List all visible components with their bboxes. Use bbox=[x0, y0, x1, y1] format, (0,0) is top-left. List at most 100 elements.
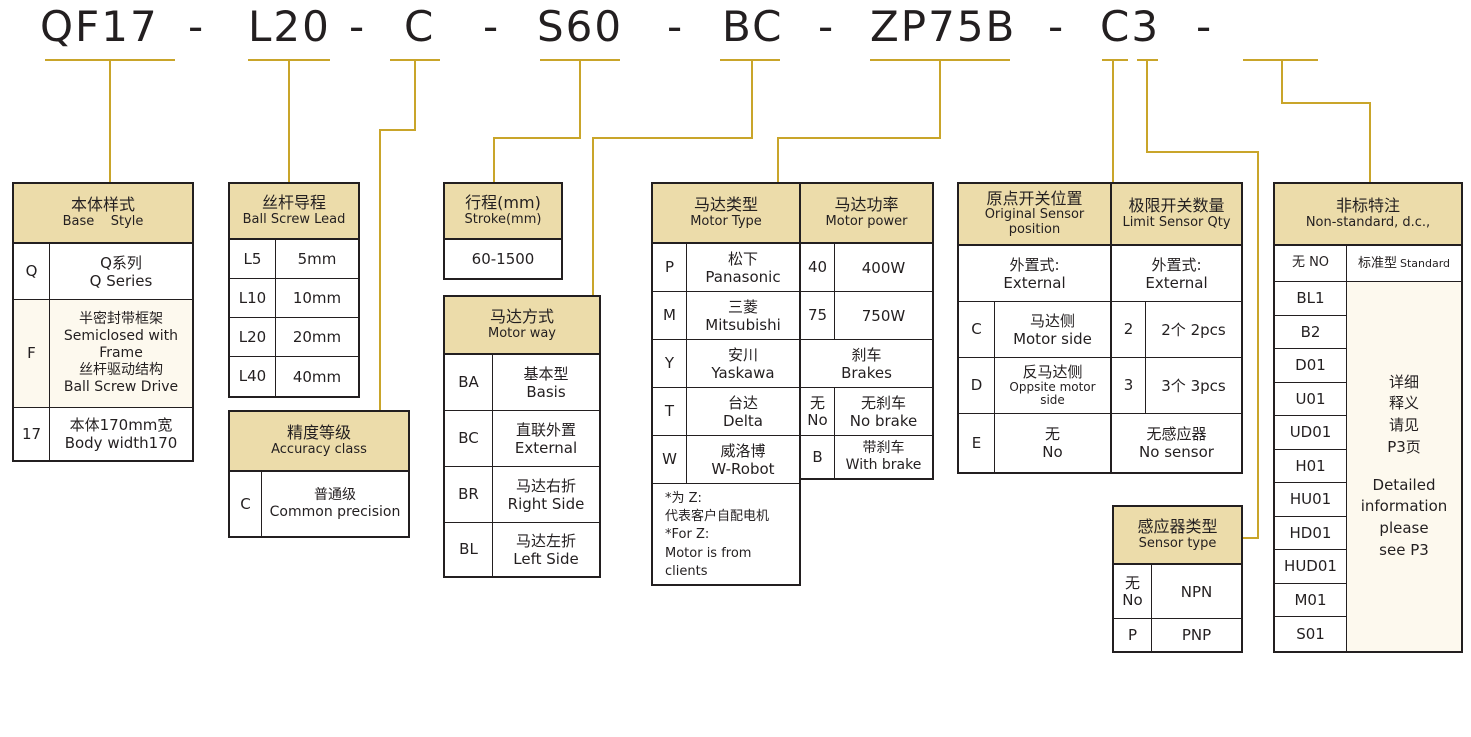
connector-nonstd bbox=[1281, 60, 1371, 182]
motor-way-header: 马达方式 Motor way bbox=[445, 297, 599, 355]
value-line: 马达右折 bbox=[515, 476, 576, 495]
row-key: BL bbox=[445, 523, 493, 576]
value-line: Q Series bbox=[89, 271, 153, 290]
table-row: BC 直联外置 External bbox=[445, 411, 599, 467]
table-row: L40 40mm bbox=[230, 357, 358, 396]
brake-title-row: 刹车 Brakes bbox=[801, 340, 932, 388]
row-value: 安川 Yaskawa bbox=[687, 340, 799, 387]
table-row: P 松下 Panasonic bbox=[653, 244, 799, 292]
table-row: C 普通级 Common precision bbox=[230, 472, 408, 536]
value-line: 无刹车 bbox=[860, 393, 906, 412]
row-key: 3 bbox=[1112, 358, 1146, 413]
row-value: 直联外置 External bbox=[493, 411, 599, 466]
row-key: L40 bbox=[230, 357, 276, 396]
value-line: 无感应器 bbox=[1146, 425, 1207, 443]
header-zh: 非标特注 bbox=[1335, 196, 1400, 216]
detail-line: see P3 bbox=[1379, 540, 1429, 559]
code-part-lead: L20 bbox=[248, 2, 331, 51]
nonstandard-keys: BL1 B2 D01 U01 UD01 H01 HU01 HD01 HUD01 … bbox=[1275, 282, 1347, 651]
note-line: *为 Z: bbox=[665, 491, 702, 506]
value-line: Motor side bbox=[1013, 329, 1092, 348]
row-key: F bbox=[14, 300, 50, 407]
row-key: BA bbox=[445, 355, 493, 410]
table-row: 无 No NPN bbox=[1114, 565, 1241, 619]
note-line: *For Z: bbox=[665, 527, 710, 543]
table-row: D 反马达侧 Oppsite motor side bbox=[959, 358, 1110, 414]
value-line: 无 bbox=[1044, 425, 1060, 443]
value-line: External bbox=[1003, 273, 1066, 292]
header-en: Motor power bbox=[825, 213, 908, 229]
row-key: 无 No bbox=[1114, 565, 1152, 618]
code-separator: - bbox=[1048, 2, 1066, 51]
origin-sensor-table: 原点开关位置 Original Sensor position 外置式: Ext… bbox=[957, 182, 1112, 474]
table-row: BA 基本型 Basis bbox=[445, 355, 599, 411]
row-key: BL1 bbox=[1275, 282, 1346, 316]
value-line: 基本型 bbox=[523, 364, 569, 383]
detail-line: P3页 bbox=[1387, 437, 1421, 456]
code-separator: - bbox=[188, 2, 206, 51]
value-line: Semiclosed with bbox=[63, 327, 179, 344]
row-key: B2 bbox=[1275, 316, 1346, 349]
note-line: 代表客户自配电机 bbox=[665, 509, 770, 525]
external-label: 外置式: External bbox=[1112, 246, 1241, 301]
no-sensor-row: 无感应器 No sensor bbox=[1112, 414, 1241, 472]
row-value: 3个 3pcs bbox=[1161, 376, 1226, 395]
header-zh: 马达类型 bbox=[693, 195, 758, 215]
table-row: 75 750W bbox=[801, 292, 932, 340]
table-row: C 马达侧 Motor side bbox=[959, 302, 1110, 358]
lead-header: 丝杆导程 Ball Screw Lead bbox=[230, 184, 358, 240]
row-key: BC bbox=[445, 411, 493, 466]
nonstandard-table: 非标特注 Non-standard, d.c., 无 NO 标准型 Standa… bbox=[1273, 182, 1463, 653]
row-key: HUD01 bbox=[1275, 550, 1346, 584]
value-line: W-Robot bbox=[711, 459, 775, 478]
row-key: M01 bbox=[1275, 584, 1346, 617]
key-line: 无 bbox=[1124, 574, 1140, 592]
row-value: 半密封带框架 Semiclosed with Frame 丝杆驱动结构 Ball… bbox=[50, 300, 192, 407]
row-value: 无 No bbox=[995, 414, 1110, 472]
table-row: BR 马达右折 Right Side bbox=[445, 467, 599, 523]
table-row: 40 400W bbox=[801, 244, 932, 292]
header-en: Ball Screw Lead bbox=[242, 211, 346, 227]
code-separator: - bbox=[818, 2, 836, 51]
accuracy-table: 精度等级 Accuracy class C 普通级 Common precisi… bbox=[228, 410, 410, 538]
row-value: 本体170mm宽 Body width170 bbox=[50, 408, 192, 460]
header-en: Stroke(mm) bbox=[464, 211, 542, 227]
table-row: M 三菱 Mitsubishi bbox=[653, 292, 799, 340]
table-row: T 台达 Delta bbox=[653, 388, 799, 436]
row-value: 三菱 Mitsubishi bbox=[687, 292, 799, 339]
header-en: position bbox=[1008, 222, 1061, 238]
row-value: 5mm bbox=[297, 250, 337, 268]
row-value: 2个 2pcs bbox=[1161, 320, 1226, 339]
table-row: F 半密封带框架 Semiclosed with Frame 丝杆驱动结构 Ba… bbox=[14, 300, 192, 408]
row-value: PNP bbox=[1181, 626, 1212, 644]
external-row: 外置式: External bbox=[1112, 246, 1241, 302]
header-en: Motor way bbox=[488, 325, 556, 341]
motor-way-table: 马达方式 Motor way BA 基本型 Basis BC 直联外置 Exte… bbox=[443, 295, 601, 578]
value-line: Brakes bbox=[841, 363, 892, 382]
connector-motor bbox=[777, 60, 941, 182]
table-row: Q Q系列 Q Series bbox=[14, 244, 192, 300]
limit-sensor-table: 极限开关数量 Limit Sensor Qty 外置式: External 2 … bbox=[1110, 182, 1243, 474]
row-key: 2 bbox=[1112, 302, 1146, 357]
table-row: L20 20mm bbox=[230, 318, 358, 357]
value-line: No bbox=[1042, 443, 1063, 461]
row-key: W bbox=[653, 436, 687, 483]
table-row: 17 本体170mm宽 Body width170 bbox=[14, 408, 192, 460]
header-zh: 马达方式 bbox=[489, 307, 554, 327]
value-line: External bbox=[514, 438, 578, 457]
motor-power-table: 马达功率 Motor power 40 400W 75 750W 刹车 Brak… bbox=[799, 182, 934, 480]
value-line: 本体170mm宽 bbox=[69, 416, 173, 434]
row-key: Y bbox=[653, 340, 687, 387]
motor-type-header: 马达类型 Motor Type bbox=[653, 184, 799, 244]
external-label: 外置式: External bbox=[959, 246, 1110, 301]
row-key: U01 bbox=[1275, 383, 1346, 416]
value-line: Yaskawa bbox=[711, 363, 775, 382]
value-line: 安川 bbox=[727, 345, 758, 364]
base-style-header: 本体样式 Base Style bbox=[14, 184, 192, 244]
code-part-motor: ZP75B bbox=[870, 2, 1017, 51]
value-line: No brake bbox=[849, 411, 918, 430]
row-value: 40mm bbox=[292, 367, 342, 386]
table-row: P PNP bbox=[1114, 619, 1241, 651]
row-value: 马达左折 Left Side bbox=[493, 523, 599, 576]
stroke-table: 行程(mm) Stroke(mm) 60-1500 bbox=[443, 182, 563, 280]
